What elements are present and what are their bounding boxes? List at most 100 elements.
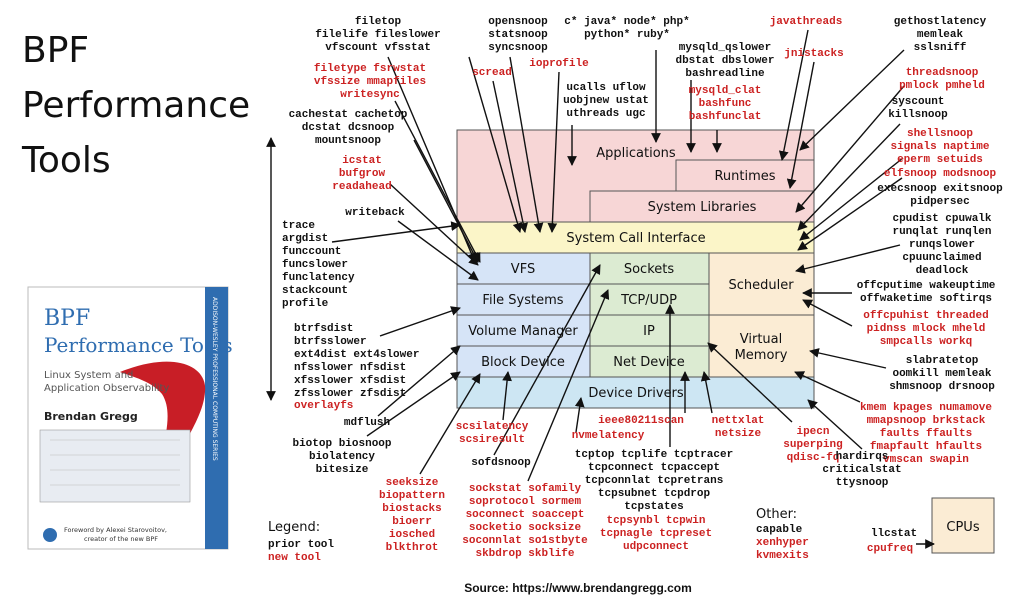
tool-group: llcstat <box>871 528 917 540</box>
new-tool-label: netsize <box>715 428 762 440</box>
new-tool-label: offcpuhist threaded <box>863 310 988 322</box>
book-subtitle-line-1: Linux System and <box>44 370 133 381</box>
prior-tool-label: biolatency <box>309 451 375 463</box>
prior-tool-label: tcptop tcplife tcptracer <box>575 449 733 461</box>
new-tool-label: bashfunclat <box>689 111 762 123</box>
page-title-line-2: Performance <box>22 85 250 126</box>
tool-group: ioprofile <box>529 58 589 70</box>
ip-box <box>589 314 710 347</box>
prior-tool-label: zfsslower zfsdist <box>294 388 406 400</box>
new-tool-label: cpufreq <box>867 543 913 555</box>
legend: Legend: prior tool new tool <box>268 520 334 564</box>
prior-tool-label: trace <box>282 220 315 232</box>
scheduler-label: Scheduler <box>728 278 794 293</box>
new-tool-label: qdisc-fq <box>787 452 840 464</box>
prior-tool-label: cpuunclaimed <box>902 252 981 264</box>
prior-tool-label: bashreadline <box>685 68 765 80</box>
new-tool-label: readahead <box>332 181 391 193</box>
prior-tool-label: python* ruby* <box>584 29 670 41</box>
prior-tool-label: uthreads ugc <box>566 108 645 120</box>
new-tool-label: ioprofile <box>529 58 589 70</box>
new-tool-label: scsilatency <box>456 421 529 433</box>
prior-tool-label: tcpstates <box>624 501 683 513</box>
new-tool-label: signals naptime <box>890 141 989 153</box>
new-tool-label: ieee80211scan <box>598 415 684 427</box>
new-tool-label: elfsnoop modsnoop <box>884 168 997 180</box>
prior-tool-label: offwaketime softirqs <box>860 293 992 305</box>
prior-tool-label: shmsnoop drsnoop <box>889 381 995 393</box>
new-tool-label: threadsnoop <box>906 67 979 79</box>
tool-group: capable <box>756 524 803 536</box>
new-tool-label: mmapsnoop brkstack <box>867 415 986 427</box>
sockets-box <box>589 252 710 285</box>
new-tool-label: ipecn <box>796 426 829 438</box>
new-tool-label: nettxlat <box>712 415 765 427</box>
prior-tool-label: writeback <box>345 207 405 219</box>
new-tool-label: nvmelatency <box>572 430 645 442</box>
cpus-label: CPUs <box>946 520 979 535</box>
new-tool-label: scread <box>472 67 512 79</box>
prior-tool-label: filelife fileslower <box>315 29 440 41</box>
new-tool-label: bufgrow <box>339 168 386 180</box>
prior-tool-label: runqlat runqlen <box>892 226 991 238</box>
new-tool-label: socketio socksize <box>469 522 582 534</box>
prior-tool-label: offcputime wakeuptime <box>857 280 996 292</box>
new-tool-label: seeksize <box>386 477 439 489</box>
new-tool-label: fmapfault hfaults <box>870 441 982 453</box>
tcp-udp-label: TCP/UDP <box>620 293 677 308</box>
system-libraries-label: System Libraries <box>648 200 757 215</box>
book-author: Brendan Gregg <box>44 410 138 423</box>
tool-group: nvmelatency <box>572 430 645 442</box>
stack-layers <box>456 129 995 554</box>
prior-tool-label: ttysnoop <box>836 477 889 489</box>
book-spine: ADDISON-WESLEY PROFESSIONAL COMPUTING SE… <box>211 297 218 461</box>
prior-tool-label: funclatency <box>282 272 355 284</box>
new-tool-label: writesync <box>340 89 399 101</box>
prior-tool-label: filetop <box>355 16 402 28</box>
book-subtitle-line-2: Application Observability <box>44 383 169 394</box>
prior-tool-label: sofdsnoop <box>471 457 531 469</box>
volume-manager-label: Volume Manager <box>468 324 578 339</box>
new-tool-label: jnistacks <box>784 48 843 60</box>
prior-tool-label: criticalstat <box>822 464 901 476</box>
new-tool-label: soconnlat so1stbyte <box>462 535 588 547</box>
virtual-memory-label-1: Virtual <box>740 332 782 347</box>
tool-group: ieee80211scan <box>598 415 684 427</box>
tool-group: overlayfs <box>294 400 353 412</box>
tool-group: c* java* node* php*python* ruby* <box>564 16 689 41</box>
page-title-line-3: Tools <box>21 140 111 181</box>
new-tool-label: pmlock pmheld <box>899 80 985 92</box>
new-tool-label: shellsnoop <box>907 128 973 140</box>
tool-group: sofdsnoop <box>471 457 531 469</box>
new-tool-label: xenhyper <box>756 537 809 549</box>
virtual-memory-box <box>708 314 815 378</box>
legend-prior-tool: prior tool <box>268 539 334 551</box>
prior-tool-label: xfsslower xfsdist <box>294 375 406 387</box>
legend-title: Legend: <box>268 520 320 535</box>
prior-tool-label: sslsniff <box>914 42 967 54</box>
book-cover: BPF Performance Tools Linux System and A… <box>27 286 233 550</box>
prior-tool-label: mdflush <box>344 417 390 429</box>
prior-tool-label: mysqld_qslower <box>679 42 771 54</box>
virtual-memory-label-2: Memory <box>735 348 788 363</box>
applications-label: Applications <box>596 146 676 161</box>
prior-tool-label: profile <box>282 298 329 310</box>
prior-tool-label: runqslower <box>909 239 975 251</box>
prior-tool-label: llcstat <box>871 528 917 540</box>
new-tool-label: javathreads <box>770 16 843 28</box>
prior-tool-label: biotop biosnoop <box>292 438 391 450</box>
new-tool-label: soconnect soaccept <box>466 509 585 521</box>
